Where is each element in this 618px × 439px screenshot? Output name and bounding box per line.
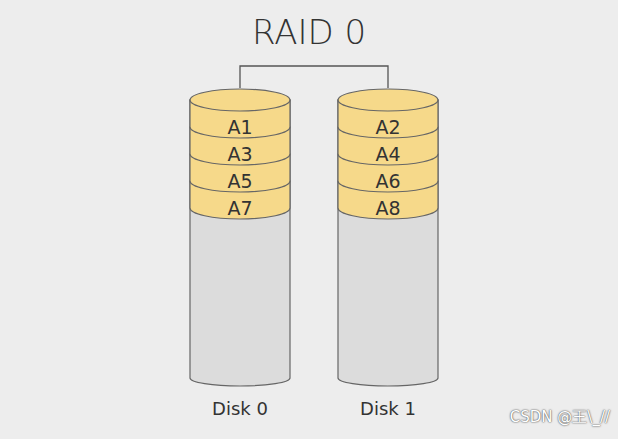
stripe-block: A3	[200, 140, 280, 167]
block-label: A4	[375, 143, 400, 165]
stripe-block: A7	[200, 194, 280, 221]
disk-label: Disk 0	[170, 398, 310, 419]
block-label: A2	[375, 116, 400, 138]
disk-top	[338, 89, 438, 111]
stripe-block: A6	[348, 167, 428, 194]
stripe-block: A5	[200, 167, 280, 194]
block-label: A1	[227, 116, 252, 138]
block-label: A7	[227, 197, 252, 219]
disk-cylinder: A1A3A5A7Disk 0	[190, 88, 290, 388]
disk-top	[190, 89, 290, 111]
block-label: A5	[227, 170, 252, 192]
stripe-block: A8	[348, 194, 428, 221]
disk-cylinder: A2A4A6A8Disk 1	[338, 88, 438, 388]
watermark: CSDN @王\_//	[510, 408, 610, 427]
block-label: A6	[375, 170, 400, 192]
stripe-block: A4	[348, 140, 428, 167]
diagram-title: RAID 0	[0, 12, 618, 52]
block-label: A3	[227, 143, 252, 165]
disk-body	[190, 100, 290, 386]
disk-label: Disk 1	[318, 398, 458, 419]
block-label: A8	[375, 197, 400, 219]
connector-line	[240, 66, 388, 88]
disk-body	[338, 100, 438, 386]
stripe-block: A1	[200, 113, 280, 140]
stripe-block: A2	[348, 113, 428, 140]
